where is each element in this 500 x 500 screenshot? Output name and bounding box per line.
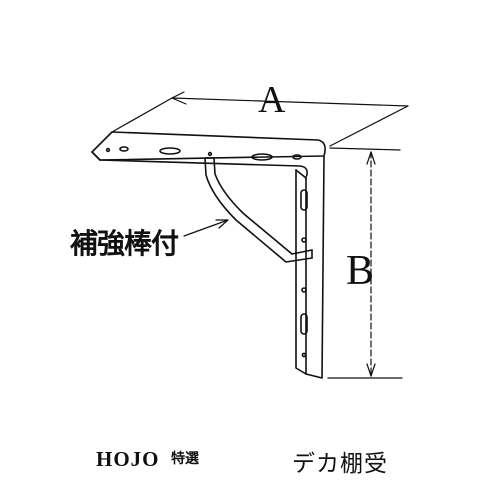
brand-name: HOJO: [96, 447, 160, 471]
product-name: デカ棚受: [292, 451, 388, 477]
reinforcement-rod-callout: 補強棒付: [70, 227, 179, 260]
reinforcement-rod: [204, 157, 313, 263]
brand-tag: 特選: [171, 451, 199, 467]
dimension-b-label: B: [346, 248, 374, 294]
dimension-b-line: [327, 147, 403, 379]
dimension-a-label: A: [258, 79, 286, 121]
bracket-vertical-flange: [295, 155, 325, 379]
dimension-a-line: [111, 91, 409, 147]
callout-arrow: [183, 219, 229, 237]
bracket-top-flange: [91, 131, 326, 179]
